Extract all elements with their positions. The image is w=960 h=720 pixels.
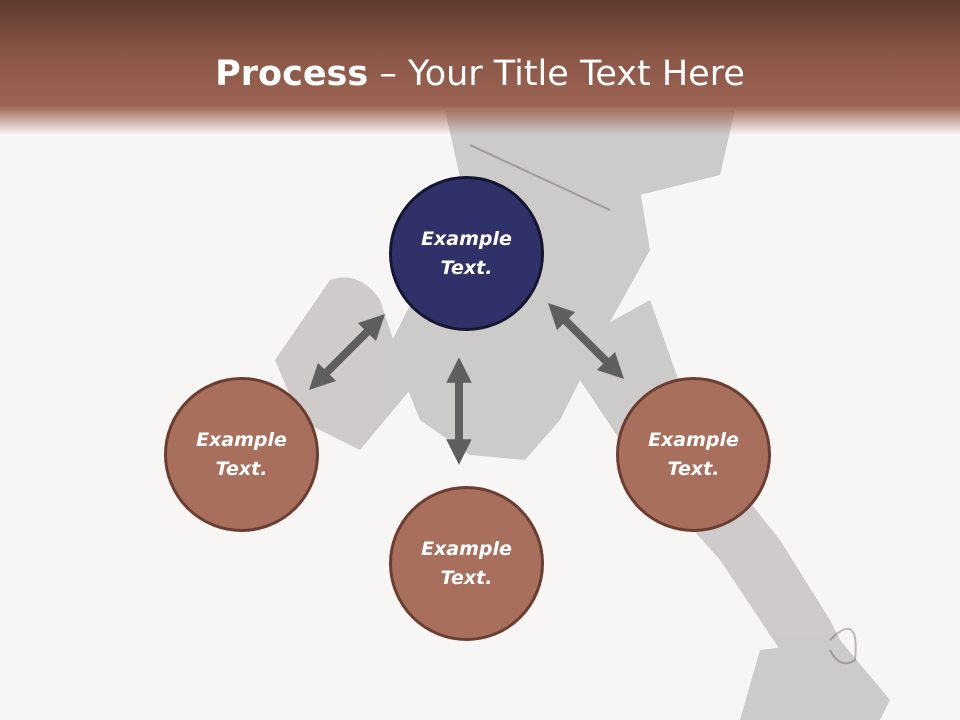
bottom-node[interactable]: Example Text.	[389, 486, 544, 641]
right-node[interactable]: Example Text.	[616, 377, 771, 532]
left-node[interactable]: Example Text.	[164, 377, 319, 532]
bottom-node-label: Example Text.	[421, 537, 512, 589]
slide-title[interactable]: Process – Your Title Text Here	[0, 52, 960, 96]
title-keyword: Process	[215, 54, 369, 94]
left-node-label: Example Text.	[196, 428, 287, 480]
center-node-label: Example Text.	[421, 227, 512, 279]
center-node[interactable]: Example Text.	[389, 176, 544, 331]
title-band	[0, 0, 960, 135]
right-node-label: Example Text.	[648, 428, 739, 480]
title-text: – Your Title Text Here	[368, 54, 745, 94]
